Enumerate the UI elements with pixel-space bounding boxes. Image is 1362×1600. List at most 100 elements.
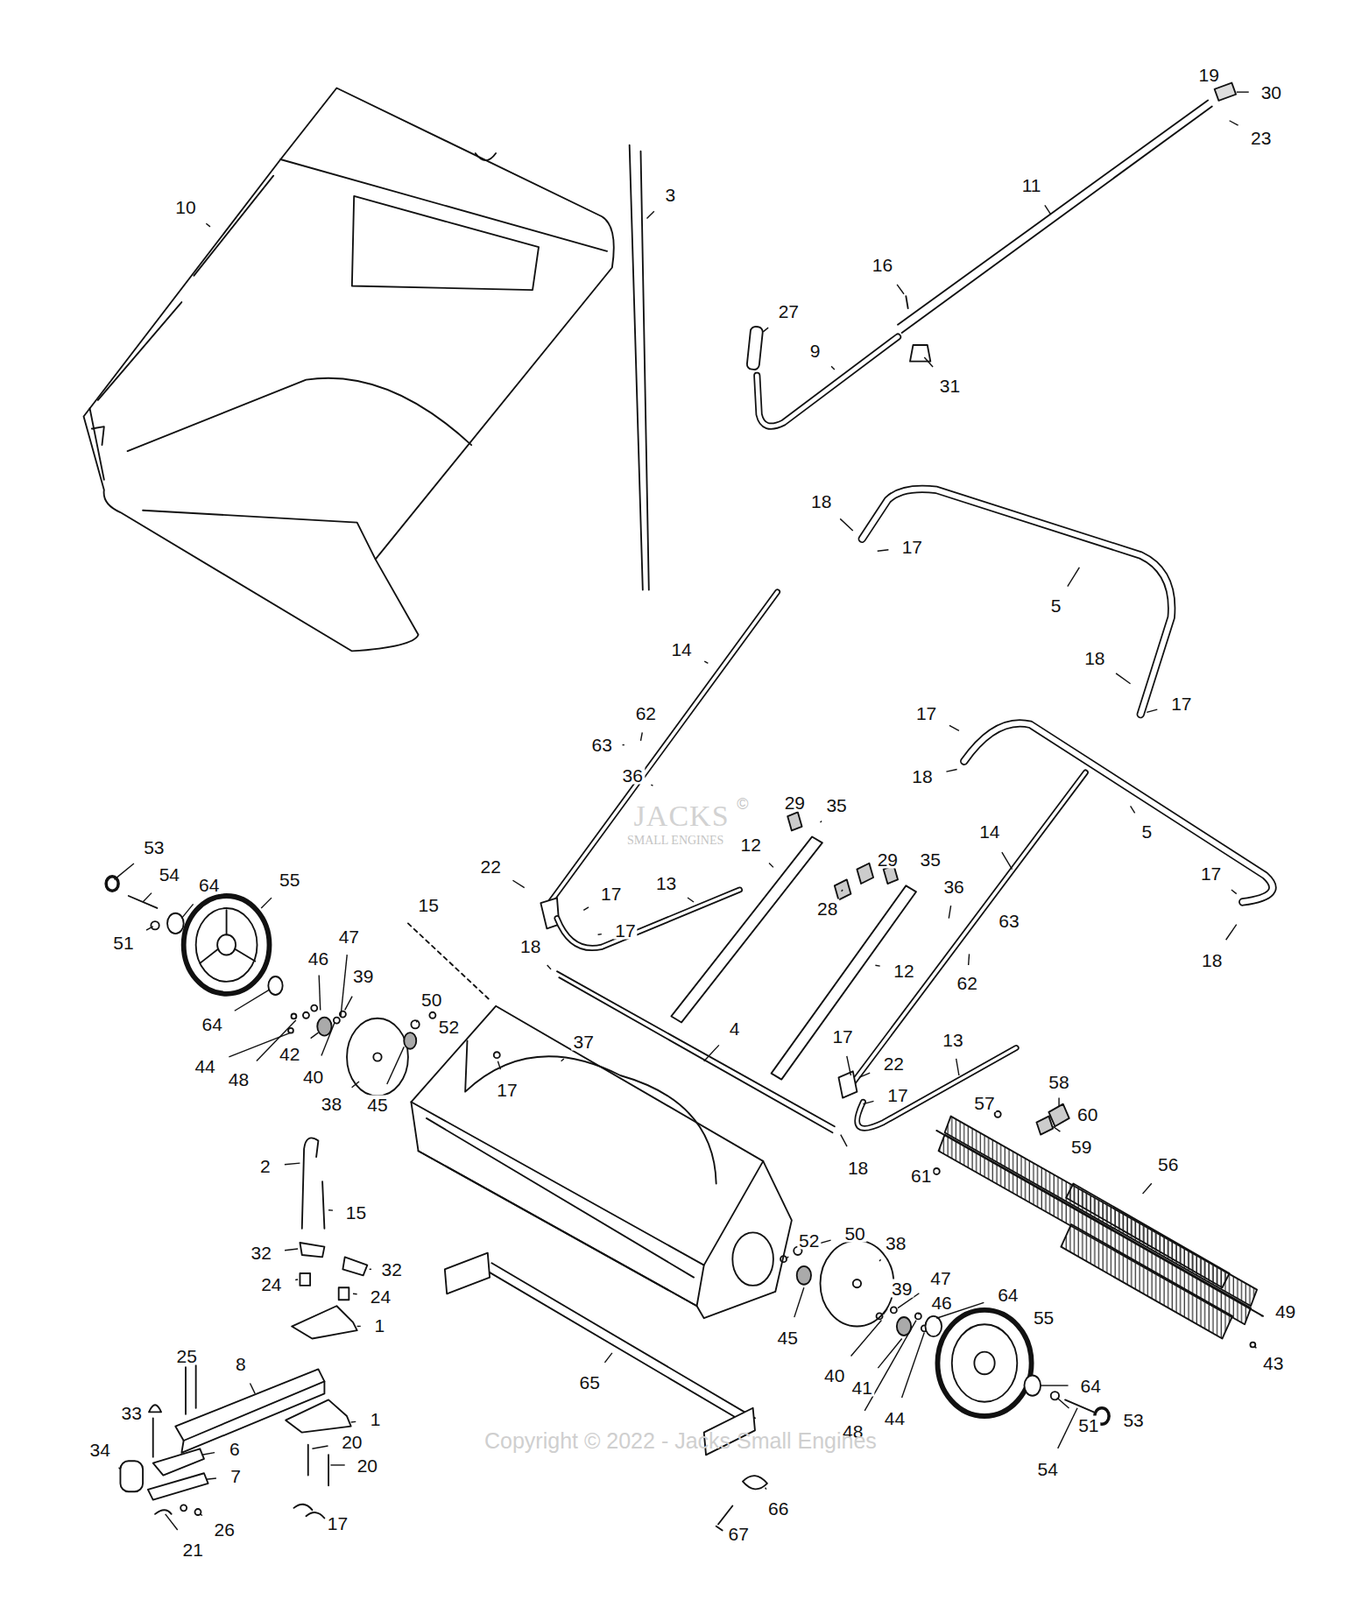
callout-number: 1 bbox=[372, 1316, 387, 1335]
callout-number: 10 bbox=[173, 197, 198, 217]
callout-number: 22 bbox=[479, 856, 503, 876]
callout-number: 17 bbox=[830, 1027, 854, 1046]
callout-number: 40 bbox=[301, 1066, 325, 1086]
leader-line bbox=[646, 211, 654, 219]
leader-line bbox=[284, 1163, 301, 1165]
leader-line bbox=[851, 1320, 883, 1357]
leader-line bbox=[598, 933, 602, 936]
leader-line bbox=[864, 1320, 917, 1412]
callout-number: 12 bbox=[739, 835, 763, 854]
callout-number: 50 bbox=[419, 990, 444, 1010]
callout-number: 60 bbox=[1075, 1104, 1100, 1123]
callout-number: 13 bbox=[940, 1030, 965, 1049]
leader-line bbox=[352, 1293, 358, 1296]
callout-number: 40 bbox=[822, 1366, 847, 1385]
leader-line bbox=[345, 996, 353, 1011]
leader-line bbox=[181, 903, 193, 918]
leader-line bbox=[862, 1100, 874, 1104]
leader-line bbox=[369, 1269, 372, 1271]
callout-number: 17 bbox=[914, 704, 939, 723]
leader-line bbox=[497, 1061, 501, 1070]
leader-line bbox=[146, 926, 154, 931]
leader-line bbox=[357, 1326, 361, 1328]
callout-number: 26 bbox=[212, 1520, 237, 1539]
leader-line bbox=[902, 1333, 925, 1398]
leader-line bbox=[840, 1135, 847, 1148]
callout-number: 38 bbox=[319, 1094, 344, 1114]
leader-line bbox=[1057, 1397, 1070, 1409]
callout-number: 58 bbox=[1046, 1072, 1071, 1091]
leader-line bbox=[328, 1209, 333, 1212]
callout-number: 14 bbox=[669, 639, 693, 658]
leader-line bbox=[650, 784, 653, 786]
leader-line bbox=[1115, 673, 1130, 685]
leader-line bbox=[1002, 852, 1013, 870]
callout-number: 44 bbox=[882, 1409, 907, 1428]
leader-line bbox=[956, 1058, 960, 1076]
leader-line bbox=[879, 1259, 882, 1262]
callout-number: 33 bbox=[119, 1404, 144, 1423]
callout-number: 22 bbox=[882, 1053, 906, 1073]
leader-line bbox=[945, 769, 957, 773]
leader-line bbox=[561, 1058, 565, 1062]
callout-number: 55 bbox=[1031, 1307, 1056, 1327]
leader-line bbox=[831, 366, 835, 370]
callout-number: 56 bbox=[1156, 1155, 1180, 1174]
callout-number: 42 bbox=[277, 1044, 302, 1064]
leader-line bbox=[165, 1514, 178, 1531]
callout-number: 47 bbox=[928, 1269, 953, 1288]
leader-line bbox=[205, 1478, 217, 1480]
callout-number: 66 bbox=[766, 1498, 791, 1518]
callout-number: 13 bbox=[654, 873, 678, 892]
leader-line bbox=[841, 889, 843, 892]
callout-number: 38 bbox=[883, 1233, 908, 1252]
watermark-logo: JACKS bbox=[634, 801, 730, 832]
callout-number: 29 bbox=[783, 792, 807, 812]
callout-number: 54 bbox=[157, 865, 182, 884]
watermark-logo: SMALL ENGINES bbox=[627, 834, 724, 847]
callout-number: 64 bbox=[1078, 1376, 1102, 1395]
leader-line bbox=[967, 953, 970, 966]
callout-number: 17 bbox=[613, 921, 637, 940]
leader-line bbox=[859, 1072, 870, 1078]
leader-line bbox=[604, 1353, 612, 1363]
leader-line bbox=[1040, 1384, 1068, 1386]
leader-line bbox=[205, 223, 211, 227]
leader-line bbox=[1146, 709, 1158, 713]
callout-number: 28 bbox=[815, 898, 840, 918]
callout-number: 63 bbox=[996, 910, 1021, 930]
callout-number: 36 bbox=[941, 877, 966, 897]
callout-number: 51 bbox=[1076, 1416, 1101, 1435]
callout-number: 21 bbox=[180, 1540, 205, 1560]
callout-number: 2 bbox=[258, 1157, 273, 1176]
callout-number: 18 bbox=[846, 1157, 870, 1177]
callout-number: 27 bbox=[776, 302, 801, 321]
leader-line bbox=[1261, 1315, 1264, 1318]
callout-number: 35 bbox=[824, 796, 848, 815]
callout-number: 67 bbox=[726, 1524, 751, 1543]
leader-line bbox=[687, 897, 694, 903]
callout-number: 43 bbox=[1261, 1354, 1285, 1373]
callout-number: 64 bbox=[995, 1285, 1020, 1305]
leader-line bbox=[547, 965, 551, 970]
callout-number: 46 bbox=[929, 1293, 953, 1313]
callout-number: 20 bbox=[355, 1455, 380, 1475]
leader-line bbox=[1130, 805, 1136, 813]
leader-line bbox=[1143, 1183, 1152, 1194]
callout-number: 19 bbox=[1197, 65, 1221, 85]
callout-number: 18 bbox=[1199, 951, 1224, 970]
leader-line bbox=[917, 1313, 920, 1315]
callout-number: 61 bbox=[909, 1165, 933, 1185]
leader-line bbox=[351, 1421, 357, 1424]
leader-line bbox=[119, 1467, 121, 1470]
leader-line bbox=[387, 1046, 404, 1085]
callout-number: 65 bbox=[578, 1373, 602, 1392]
callout-number: 8 bbox=[233, 1354, 248, 1374]
leader-line bbox=[310, 1032, 319, 1039]
leader-line bbox=[249, 1383, 255, 1395]
leader-line bbox=[949, 725, 960, 731]
callout-number: 47 bbox=[337, 927, 361, 946]
callout-number: 37 bbox=[571, 1032, 596, 1052]
